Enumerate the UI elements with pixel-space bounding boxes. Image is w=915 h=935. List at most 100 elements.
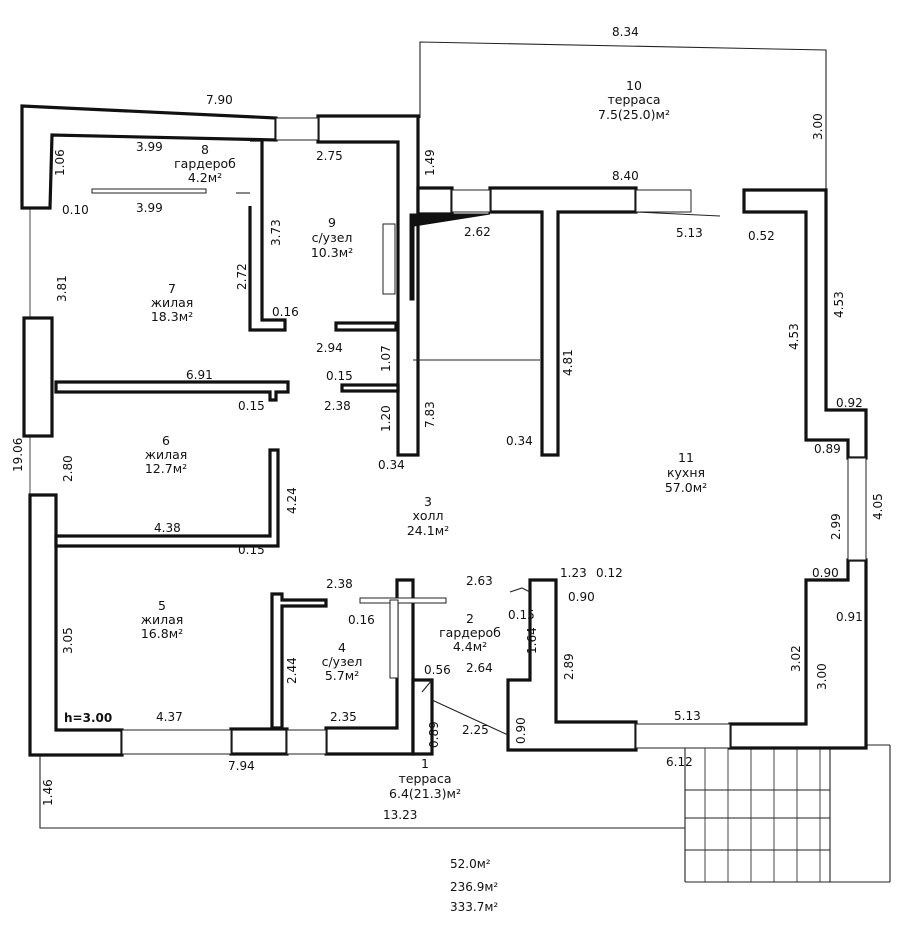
svg-text:кухня: кухня (667, 465, 705, 480)
room-4-label: 4 с/узел 5.7м² (322, 640, 363, 683)
svg-text:1.07: 1.07 (379, 345, 393, 372)
svg-text:2.72: 2.72 (235, 263, 249, 290)
svg-text:2.35: 2.35 (330, 710, 357, 724)
area-totals: 52.0м² 236.9м² 333.7м² (450, 857, 498, 914)
svg-text:5: 5 (158, 598, 166, 613)
svg-text:0.89: 0.89 (814, 442, 841, 456)
svg-text:6.4(21.3)м²: 6.4(21.3)м² (389, 786, 461, 801)
svg-text:0.91: 0.91 (836, 610, 863, 624)
svg-text:2.80: 2.80 (61, 455, 75, 482)
svg-text:0.90: 0.90 (514, 717, 528, 744)
svg-text:2: 2 (466, 611, 474, 626)
svg-text:3.02: 3.02 (789, 645, 803, 672)
svg-text:4: 4 (338, 640, 346, 655)
svg-text:0.34: 0.34 (506, 434, 533, 448)
svg-text:0.15: 0.15 (508, 608, 535, 622)
svg-text:0.89: 0.89 (427, 721, 441, 748)
room-3-label: 3 холл 24.1м² (407, 494, 449, 538)
svg-text:7: 7 (168, 281, 176, 296)
windows (121, 117, 867, 755)
stairs (685, 748, 831, 882)
room-8-label: 8 гардероб 4.2м² (174, 142, 236, 185)
svg-text:0.15: 0.15 (238, 399, 265, 413)
svg-text:1.20: 1.20 (379, 405, 393, 432)
svg-text:3.05: 3.05 (61, 627, 75, 654)
svg-text:0.10: 0.10 (62, 203, 89, 217)
svg-text:1.64: 1.64 (525, 627, 539, 654)
svg-text:0.52: 0.52 (748, 229, 775, 243)
svg-text:3.00: 3.00 (815, 663, 829, 690)
svg-text:с/узел: с/узел (322, 654, 363, 669)
svg-text:3.81: 3.81 (55, 275, 69, 302)
svg-text:3.99: 3.99 (136, 140, 163, 154)
svg-text:4.2м²: 4.2м² (188, 170, 222, 185)
svg-text:2.38: 2.38 (324, 399, 351, 413)
svg-text:18.3м²: 18.3м² (151, 309, 193, 324)
svg-text:2.44: 2.44 (285, 657, 299, 684)
svg-text:2.25: 2.25 (462, 723, 489, 737)
svg-text:7.83: 7.83 (423, 401, 437, 428)
svg-text:2.94: 2.94 (316, 341, 343, 355)
svg-text:57.0м²: 57.0м² (665, 480, 707, 495)
svg-text:4.05: 4.05 (871, 493, 885, 520)
svg-text:0.90: 0.90 (568, 590, 595, 604)
svg-text:4.38: 4.38 (154, 521, 181, 535)
dimension-labels: 8.34 7.90 3.00 1.49 8.40 5.13 0.52 4.53 … (11, 25, 885, 822)
svg-text:0.34: 0.34 (378, 458, 405, 472)
svg-text:h=3.00: h=3.00 (64, 711, 112, 725)
svg-text:0.12: 0.12 (596, 566, 623, 580)
svg-text:333.7м²: 333.7м² (450, 900, 498, 914)
svg-text:4.81: 4.81 (561, 349, 575, 376)
svg-text:4.53: 4.53 (787, 323, 801, 350)
svg-text:3: 3 (424, 494, 432, 509)
svg-text:12.7м²: 12.7м² (145, 461, 187, 476)
svg-text:4.24: 4.24 (285, 487, 299, 514)
svg-text:9: 9 (328, 215, 336, 230)
svg-text:2.99: 2.99 (829, 513, 843, 540)
svg-text:8.40: 8.40 (612, 169, 639, 183)
room-7-label: 7 жилая 18.3м² (151, 281, 194, 324)
svg-text:1.06: 1.06 (53, 149, 67, 176)
svg-text:1.46: 1.46 (41, 779, 55, 806)
room-labels: 1 терраса 6.4(21.3)м² 2 гардероб 4.4м² 3… (141, 78, 707, 801)
svg-text:5.13: 5.13 (676, 226, 703, 240)
room-5-label: 5 жилая 16.8м² (141, 598, 184, 641)
svg-text:2.75: 2.75 (316, 149, 343, 163)
partitions (54, 138, 540, 736)
svg-text:терраса: терраса (607, 92, 660, 107)
svg-text:4.53: 4.53 (832, 291, 846, 318)
svg-text:8.34: 8.34 (612, 25, 639, 39)
svg-text:1: 1 (421, 756, 429, 771)
svg-text:52.0м²: 52.0м² (450, 857, 491, 871)
svg-text:19.06: 19.06 (11, 438, 25, 472)
svg-text:5.13: 5.13 (674, 709, 701, 723)
svg-text:2.38: 2.38 (326, 577, 353, 591)
svg-text:с/узел: с/узел (312, 230, 353, 245)
svg-text:10: 10 (626, 78, 642, 93)
svg-text:2.62: 2.62 (464, 225, 491, 239)
svg-text:жилая: жилая (141, 612, 184, 627)
svg-text:0.15: 0.15 (238, 543, 265, 557)
svg-text:6: 6 (162, 433, 170, 448)
room-1-label: 1 терраса 6.4(21.3)м² (389, 756, 461, 801)
svg-text:2.64: 2.64 (466, 661, 493, 675)
svg-text:16.8м²: 16.8м² (141, 626, 183, 641)
room-2-label: 2 гардероб 4.4м² (439, 611, 501, 654)
svg-text:1.23: 1.23 (560, 566, 587, 580)
room-10-label: 10 терраса 7.5(25.0)м² (598, 78, 670, 122)
svg-text:6.12: 6.12 (666, 755, 693, 769)
svg-text:3.00: 3.00 (811, 113, 825, 140)
svg-text:0.92: 0.92 (836, 396, 863, 410)
svg-text:0.15: 0.15 (326, 369, 353, 383)
svg-text:24.1м²: 24.1м² (407, 523, 449, 538)
svg-text:5.7м²: 5.7м² (325, 668, 359, 683)
svg-text:жилая: жилая (145, 447, 188, 462)
svg-text:0.90: 0.90 (812, 566, 839, 580)
svg-text:11: 11 (678, 450, 694, 465)
svg-text:холл: холл (412, 508, 443, 523)
svg-text:4.4м²: 4.4м² (453, 639, 487, 654)
svg-text:4.37: 4.37 (156, 710, 183, 724)
svg-text:терраса: терраса (398, 771, 451, 786)
room-6-label: 6 жилая 12.7м² (145, 433, 188, 476)
svg-text:2.89: 2.89 (562, 653, 576, 680)
